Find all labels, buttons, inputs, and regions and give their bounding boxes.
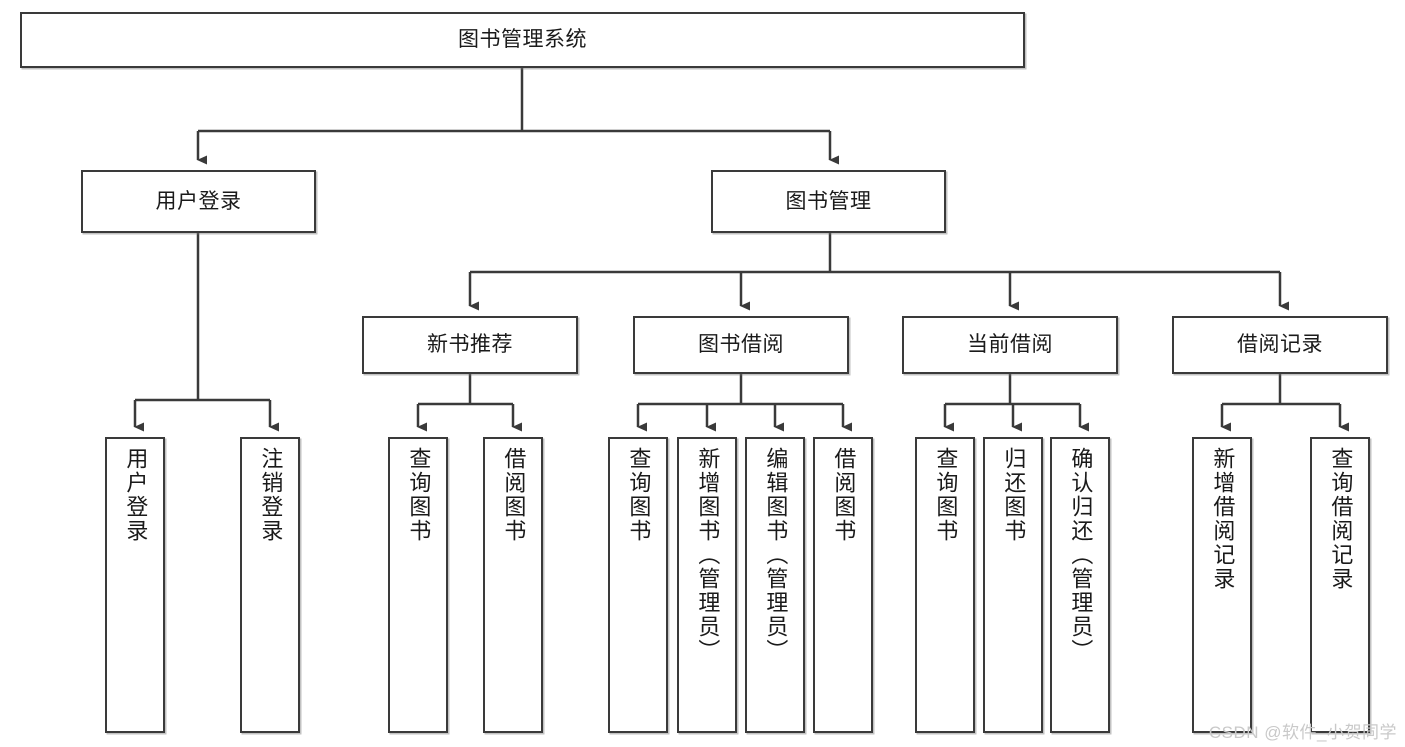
- leaf-logout[interactable]: 注销登录: [240, 437, 300, 733]
- leaf-query-book-current[interactable]: 查询图书: [915, 437, 975, 733]
- leaf-confirm-return-admin[interactable]: 确认归还（管理员）: [1050, 437, 1110, 733]
- node-new-book-recommendation-label: 新书推荐: [427, 333, 513, 357]
- leaf-add-borrow-record[interactable]: 新增借阅记录: [1192, 437, 1252, 733]
- node-current-borrow-label: 当前借阅: [967, 333, 1053, 357]
- leaf-edit-book-admin-label: 编辑图书（管理员）: [763, 447, 789, 663]
- node-root-label: 图书管理系统: [458, 28, 587, 52]
- node-root[interactable]: 图书管理系统: [20, 12, 1025, 68]
- leaf-confirm-return-admin-label: 确认归还（管理员）: [1068, 447, 1094, 663]
- leaf-query-book-current-label: 查询图书: [933, 447, 959, 543]
- leaf-query-book-rec[interactable]: 查询图书: [388, 437, 448, 733]
- node-book-management-label: 图书管理: [785, 189, 872, 213]
- leaf-user-login-label: 用户登录: [123, 447, 149, 543]
- node-current-borrow[interactable]: 当前借阅: [902, 316, 1118, 374]
- node-user-login-label: 用户登录: [155, 189, 242, 213]
- leaf-user-login[interactable]: 用户登录: [105, 437, 165, 733]
- leaf-borrow-book-rec-label: 借阅图书: [501, 447, 527, 543]
- leaf-borrow-book-label: 借阅图书: [831, 447, 857, 543]
- node-new-book-recommendation[interactable]: 新书推荐: [362, 316, 578, 374]
- leaf-borrow-book[interactable]: 借阅图书: [813, 437, 873, 733]
- leaf-query-book-borrow-label: 查询图书: [626, 447, 652, 543]
- node-book-borrow[interactable]: 图书借阅: [633, 316, 849, 374]
- leaf-add-book-admin-label: 新增图书（管理员）: [695, 447, 721, 663]
- csdn-watermark: CSDN @软件_小贺同学: [1208, 723, 1397, 742]
- leaf-edit-book-admin[interactable]: 编辑图书（管理员）: [745, 437, 805, 733]
- leaf-return-book-label: 归还图书: [1001, 447, 1027, 543]
- node-borrow-record[interactable]: 借阅记录: [1172, 316, 1388, 374]
- node-borrow-record-label: 借阅记录: [1237, 333, 1323, 357]
- node-user-login[interactable]: 用户登录: [81, 170, 316, 233]
- leaf-query-book-rec-label: 查询图书: [406, 447, 432, 543]
- node-book-management[interactable]: 图书管理: [711, 170, 946, 233]
- leaf-query-book-borrow[interactable]: 查询图书: [608, 437, 668, 733]
- leaf-query-borrow-record[interactable]: 查询借阅记录: [1310, 437, 1370, 733]
- leaf-return-book[interactable]: 归还图书: [983, 437, 1043, 733]
- leaf-add-borrow-record-label: 新增借阅记录: [1210, 447, 1236, 591]
- leaf-borrow-book-rec[interactable]: 借阅图书: [483, 437, 543, 733]
- node-book-borrow-label: 图书借阅: [698, 333, 784, 357]
- leaf-logout-label: 注销登录: [258, 447, 284, 543]
- leaf-query-borrow-record-label: 查询借阅记录: [1328, 447, 1354, 591]
- leaf-add-book-admin[interactable]: 新增图书（管理员）: [677, 437, 737, 733]
